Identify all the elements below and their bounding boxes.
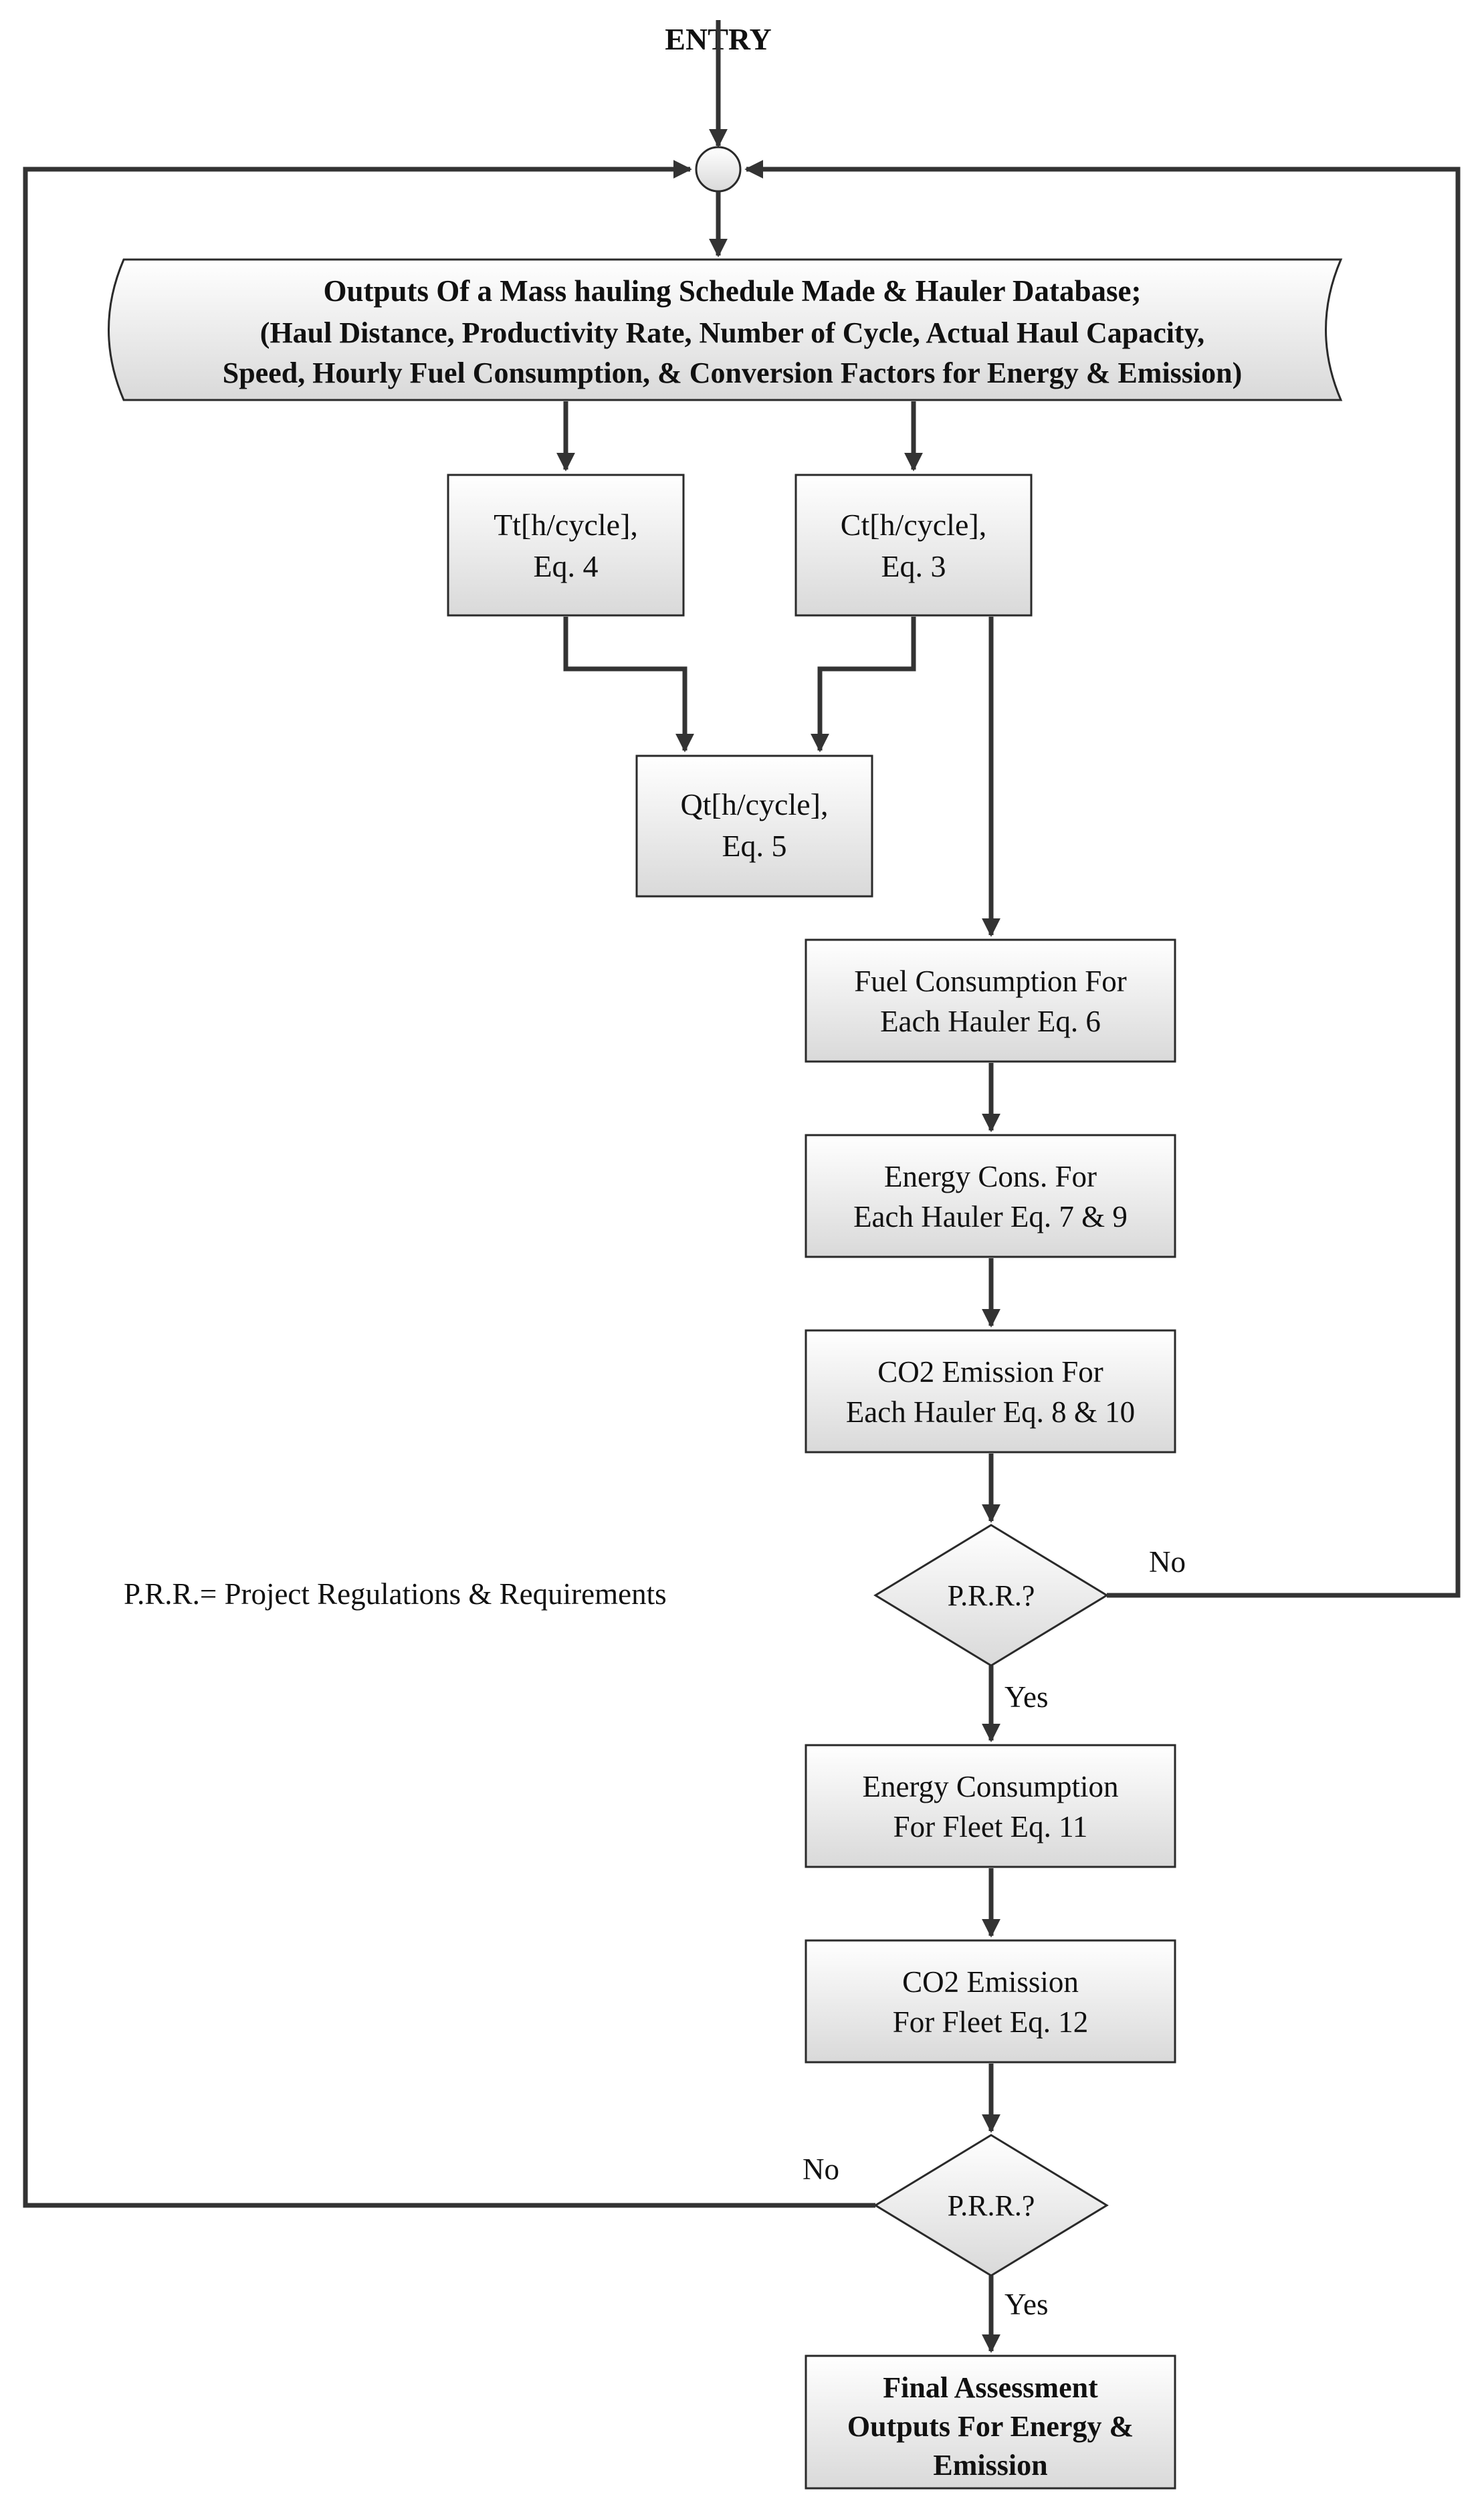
energy-hauler-box xyxy=(805,1134,1176,1258)
energy-hauler-line1: Energy Cons. For xyxy=(884,1160,1097,1193)
energy-hauler-line2: Each Hauler Eq. 7 & 9 xyxy=(853,1200,1128,1233)
co2-fleet-line1: CO2 Emission xyxy=(902,1965,1079,1999)
co2-fleet-box xyxy=(805,1939,1176,2064)
tt-box xyxy=(447,474,685,617)
co2-hauler-box xyxy=(805,1329,1176,1454)
fuel-box-line1: Fuel Consumption For xyxy=(854,965,1127,998)
junction-node xyxy=(695,146,742,193)
tt-to-qt-arrow xyxy=(563,617,694,753)
ct-box-line1: Ct[h/cycle], xyxy=(841,508,986,542)
energy-fleet-line2: For Fleet Eq. 11 xyxy=(893,1810,1088,1843)
decision2-no-loop-arrow xyxy=(23,160,875,2208)
fuel-box-line2: Each Hauler Eq. 6 xyxy=(880,1005,1101,1038)
ct-box xyxy=(794,474,1033,617)
co2-hauler-line1: CO2 Emission For xyxy=(877,1355,1103,1389)
ct-box-line2: Eq. 3 xyxy=(881,549,946,583)
decision2-label: P.R.R.? xyxy=(948,2189,1035,2222)
final-assessment-box xyxy=(805,2355,1176,2490)
qt-box-line2: Eq. 5 xyxy=(722,829,786,863)
decision1-yes-label: Yes xyxy=(1004,1680,1048,1714)
ct-to-qt-arrow xyxy=(811,617,916,753)
database-line2: (Haul Distance, Productivity Rate, Numbe… xyxy=(260,316,1204,349)
decision1-no-label: No xyxy=(1149,1545,1186,1579)
qt-box-line1: Qt[h/cycle], xyxy=(681,787,829,821)
decision2-no-label: No xyxy=(803,2153,839,2186)
decision2-yes-label: Yes xyxy=(1004,2288,1048,2321)
decision1-no-loop-arrow xyxy=(744,160,1461,1598)
database-node xyxy=(108,258,1343,401)
co2-hauler-line2: Each Hauler Eq. 8 & 10 xyxy=(846,1395,1135,1429)
qt-box xyxy=(635,755,873,898)
final-box-line1: Final Assessment xyxy=(883,2371,1098,2404)
final-box-line3: Emission xyxy=(933,2449,1047,2482)
database-line3: Speed, Hourly Fuel Consumption, & Conver… xyxy=(223,357,1243,389)
tt-box-line2: Eq. 4 xyxy=(533,549,598,583)
prr-legend: P.R.R.= Project Regulations & Requiremen… xyxy=(124,1577,667,1611)
tt-box-line1: Tt[h/cycle], xyxy=(494,508,638,542)
decision1-label: P.R.R.? xyxy=(948,1579,1035,1612)
co2-fleet-line2: For Fleet Eq. 12 xyxy=(893,2005,1088,2039)
database-title: Outputs Of a Mass hauling Schedule Made … xyxy=(323,274,1141,308)
final-box-line2: Outputs For Energy & xyxy=(847,2410,1134,2443)
fuel-consumption-box xyxy=(805,938,1176,1063)
energy-fleet-line1: Energy Consumption xyxy=(863,1770,1119,1803)
energy-fleet-box xyxy=(805,1744,1176,1868)
